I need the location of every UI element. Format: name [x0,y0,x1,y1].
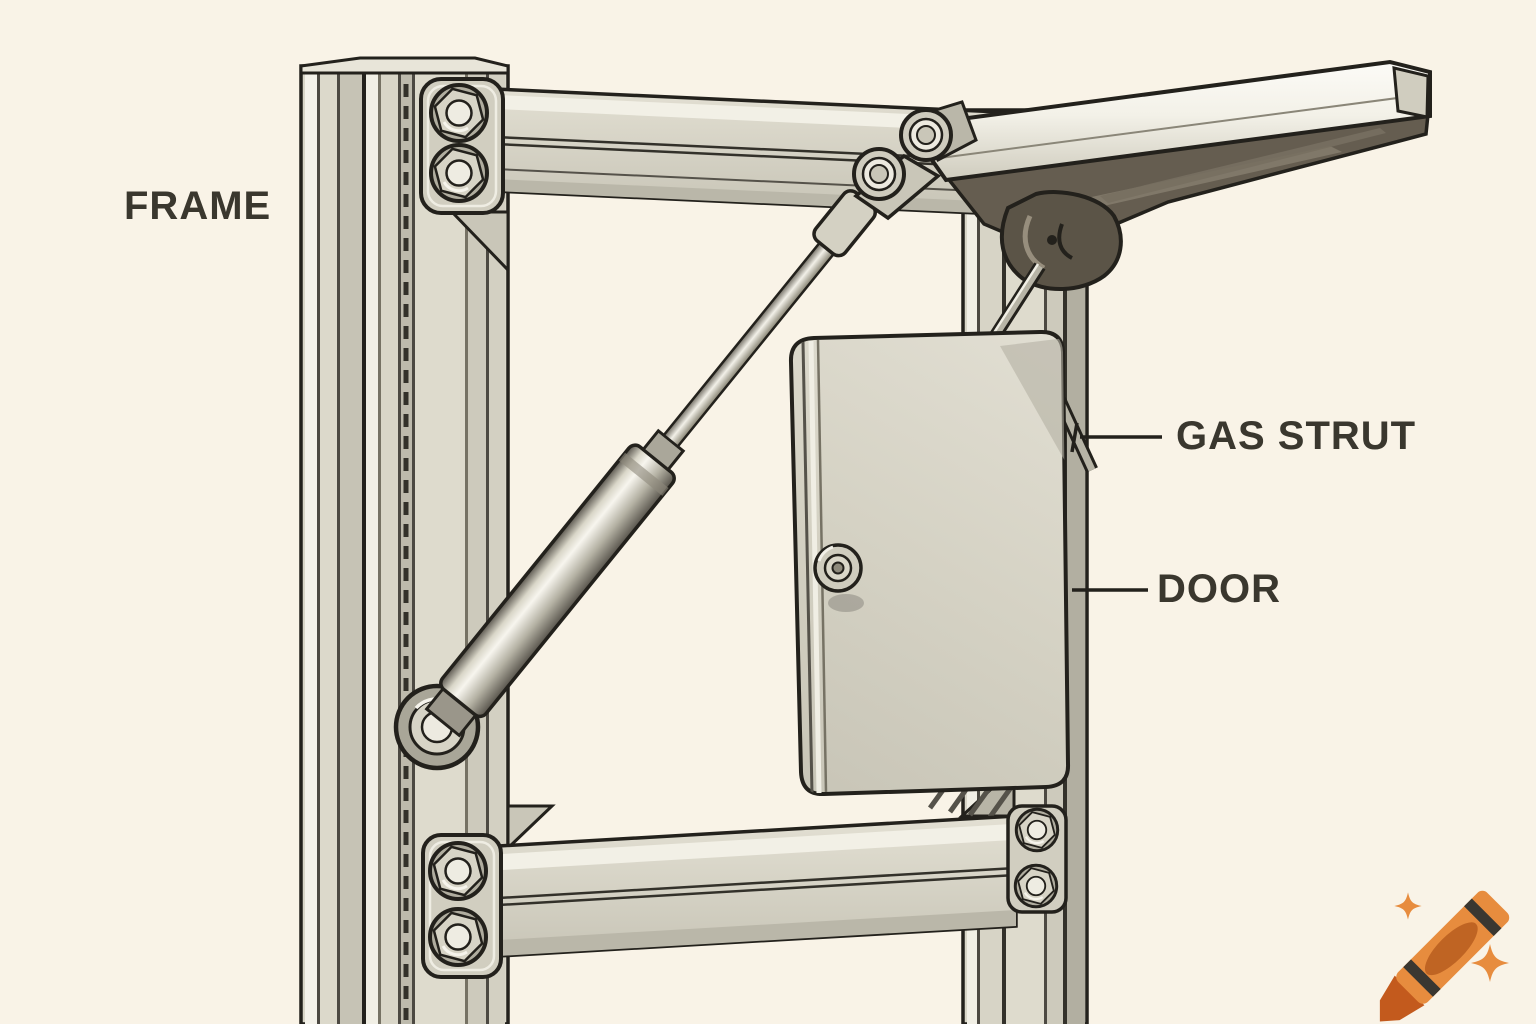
corner-bracket-bottom-right [1006,804,1068,914]
door-panel [788,329,1071,797]
strut-clevis-joint [812,100,978,258]
corner-bracket-bottom-left [421,833,503,979]
corner-bracket-top-left [419,77,510,274]
bolt [429,83,489,143]
crayon-logo [1379,890,1510,1022]
bolt [429,143,489,203]
flap-end-cap [1392,66,1430,119]
gas-strut-cylinder [424,214,858,738]
gas-strut-label: GAS STRUT [1176,414,1417,458]
gas-strut [393,100,978,771]
frame-label: FRAME [124,184,272,228]
hinge-bracket [999,190,1123,291]
door-label: DOOR [1157,567,1281,611]
frame-bottom-beam [421,764,1068,979]
leader-line-gas-strut [1070,422,1162,453]
door-knob [813,543,864,612]
door-corner-shading [1000,338,1069,470]
